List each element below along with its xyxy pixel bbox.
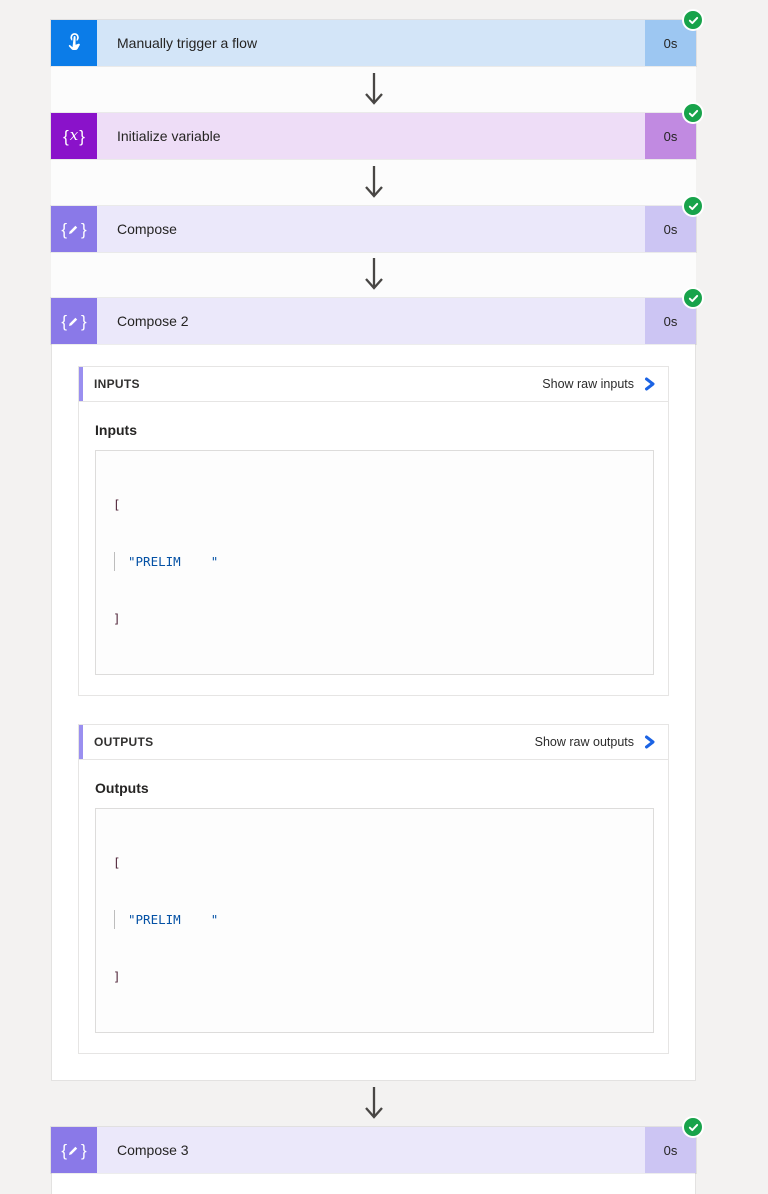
connector-arrow [51,252,696,298]
node-title: Initialize variable [97,113,645,159]
json-line: ] [113,969,121,984]
outputs-section-body: Outputs [ "PRELIM " ] [79,760,668,1053]
section-accent-stripe [79,725,83,759]
node-title: Compose [97,206,645,252]
indent-guide [114,910,115,929]
inputs-section-header: INPUTS Show raw inputs [79,367,668,402]
inputs-section: INPUTS Show raw inputs Inputs [ "PRELIM … [78,366,669,696]
success-check-icon [682,1116,704,1138]
inputs-section-title: INPUTS [94,377,140,391]
hand-tap-icon [51,20,97,66]
json-line: [ [113,497,121,512]
outputs-section: OUTPUTS Show raw outputs Outputs [ "PREL… [78,724,669,1054]
inputs-section-body: Inputs [ "PRELIM " ] [79,402,668,695]
connector-arrow [51,66,696,113]
connector-arrow [51,159,696,206]
node-title: Compose 3 [97,1127,645,1173]
section-accent-stripe [79,367,83,401]
braces-pencil-icon: {} [51,1127,97,1173]
node-details-clipped [52,1173,695,1194]
node-compose-2[interactable]: {} Compose 2 0s [51,287,704,344]
node-compose-3[interactable]: {} Compose 3 0s [51,1116,704,1173]
node-initialize-variable[interactable]: {x} Initialize variable 0s [51,102,704,159]
braces-pencil-icon: {} [51,206,97,252]
show-raw-inputs-link[interactable]: Show raw inputs [542,377,656,391]
flow-run-diagram: Manually trigger a flow 0s {x} Initializ… [51,9,704,1194]
node-manually-trigger-a-flow[interactable]: Manually trigger a flow 0s [51,9,704,66]
indent-guide [114,552,115,571]
node-compose[interactable]: {} Compose 0s [51,195,704,252]
node-title: Compose 2 [97,298,645,344]
node-compose-3-card: {} Compose 3 0s [51,1116,704,1194]
json-line: "PRELIM " [113,910,641,929]
variable-braces-x-icon: {x} [51,113,97,159]
json-line: "PRELIM " [113,552,641,571]
outputs-json-viewer: [ "PRELIM " ] [95,808,654,1033]
inputs-field-label: Inputs [95,422,137,438]
chevron-right-icon [645,377,655,391]
json-line: ] [113,611,121,626]
success-check-icon [682,287,704,309]
json-line: [ [113,855,121,870]
connector-arrow [51,1081,696,1127]
success-check-icon [682,102,704,124]
success-check-icon [682,9,704,31]
chevron-right-icon [645,735,655,749]
outputs-section-header: OUTPUTS Show raw outputs [79,725,668,760]
outputs-field-label: Outputs [95,780,149,796]
success-check-icon [682,195,704,217]
node-compose-2-card: {} Compose 2 0s INPUTS Show raw inputs [51,287,704,1081]
node-details: INPUTS Show raw inputs Inputs [ "PRELIM … [52,344,695,1080]
inputs-json-viewer: [ "PRELIM " ] [95,450,654,675]
node-title: Manually trigger a flow [97,20,645,66]
outputs-section-title: OUTPUTS [94,735,154,749]
braces-pencil-icon: {} [51,298,97,344]
show-raw-outputs-link[interactable]: Show raw outputs [535,735,656,749]
